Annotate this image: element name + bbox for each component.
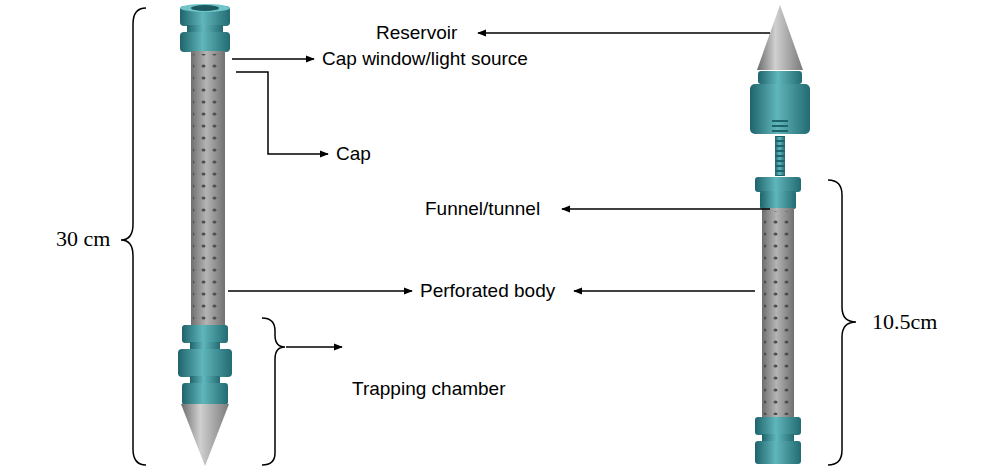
dimension-label: 30 cm	[56, 226, 110, 251]
leader-arrows	[228, 33, 770, 347]
part-label: Cap window/light source	[322, 48, 528, 70]
exploded-trap	[750, 5, 810, 464]
part-label: Perforated body	[420, 280, 555, 302]
part-label: Funnel/tunnel	[425, 198, 540, 220]
dimension-brace	[121, 8, 146, 465]
part-label: Trapping chamber	[352, 378, 505, 400]
part-label: Cap	[336, 143, 371, 165]
chamber-brace	[262, 318, 285, 465]
dimension-brace	[828, 180, 856, 465]
part-label: Reservoir	[376, 22, 457, 44]
dimension-label: 10.5cm	[872, 309, 937, 334]
assembled-trap	[178, 4, 232, 466]
